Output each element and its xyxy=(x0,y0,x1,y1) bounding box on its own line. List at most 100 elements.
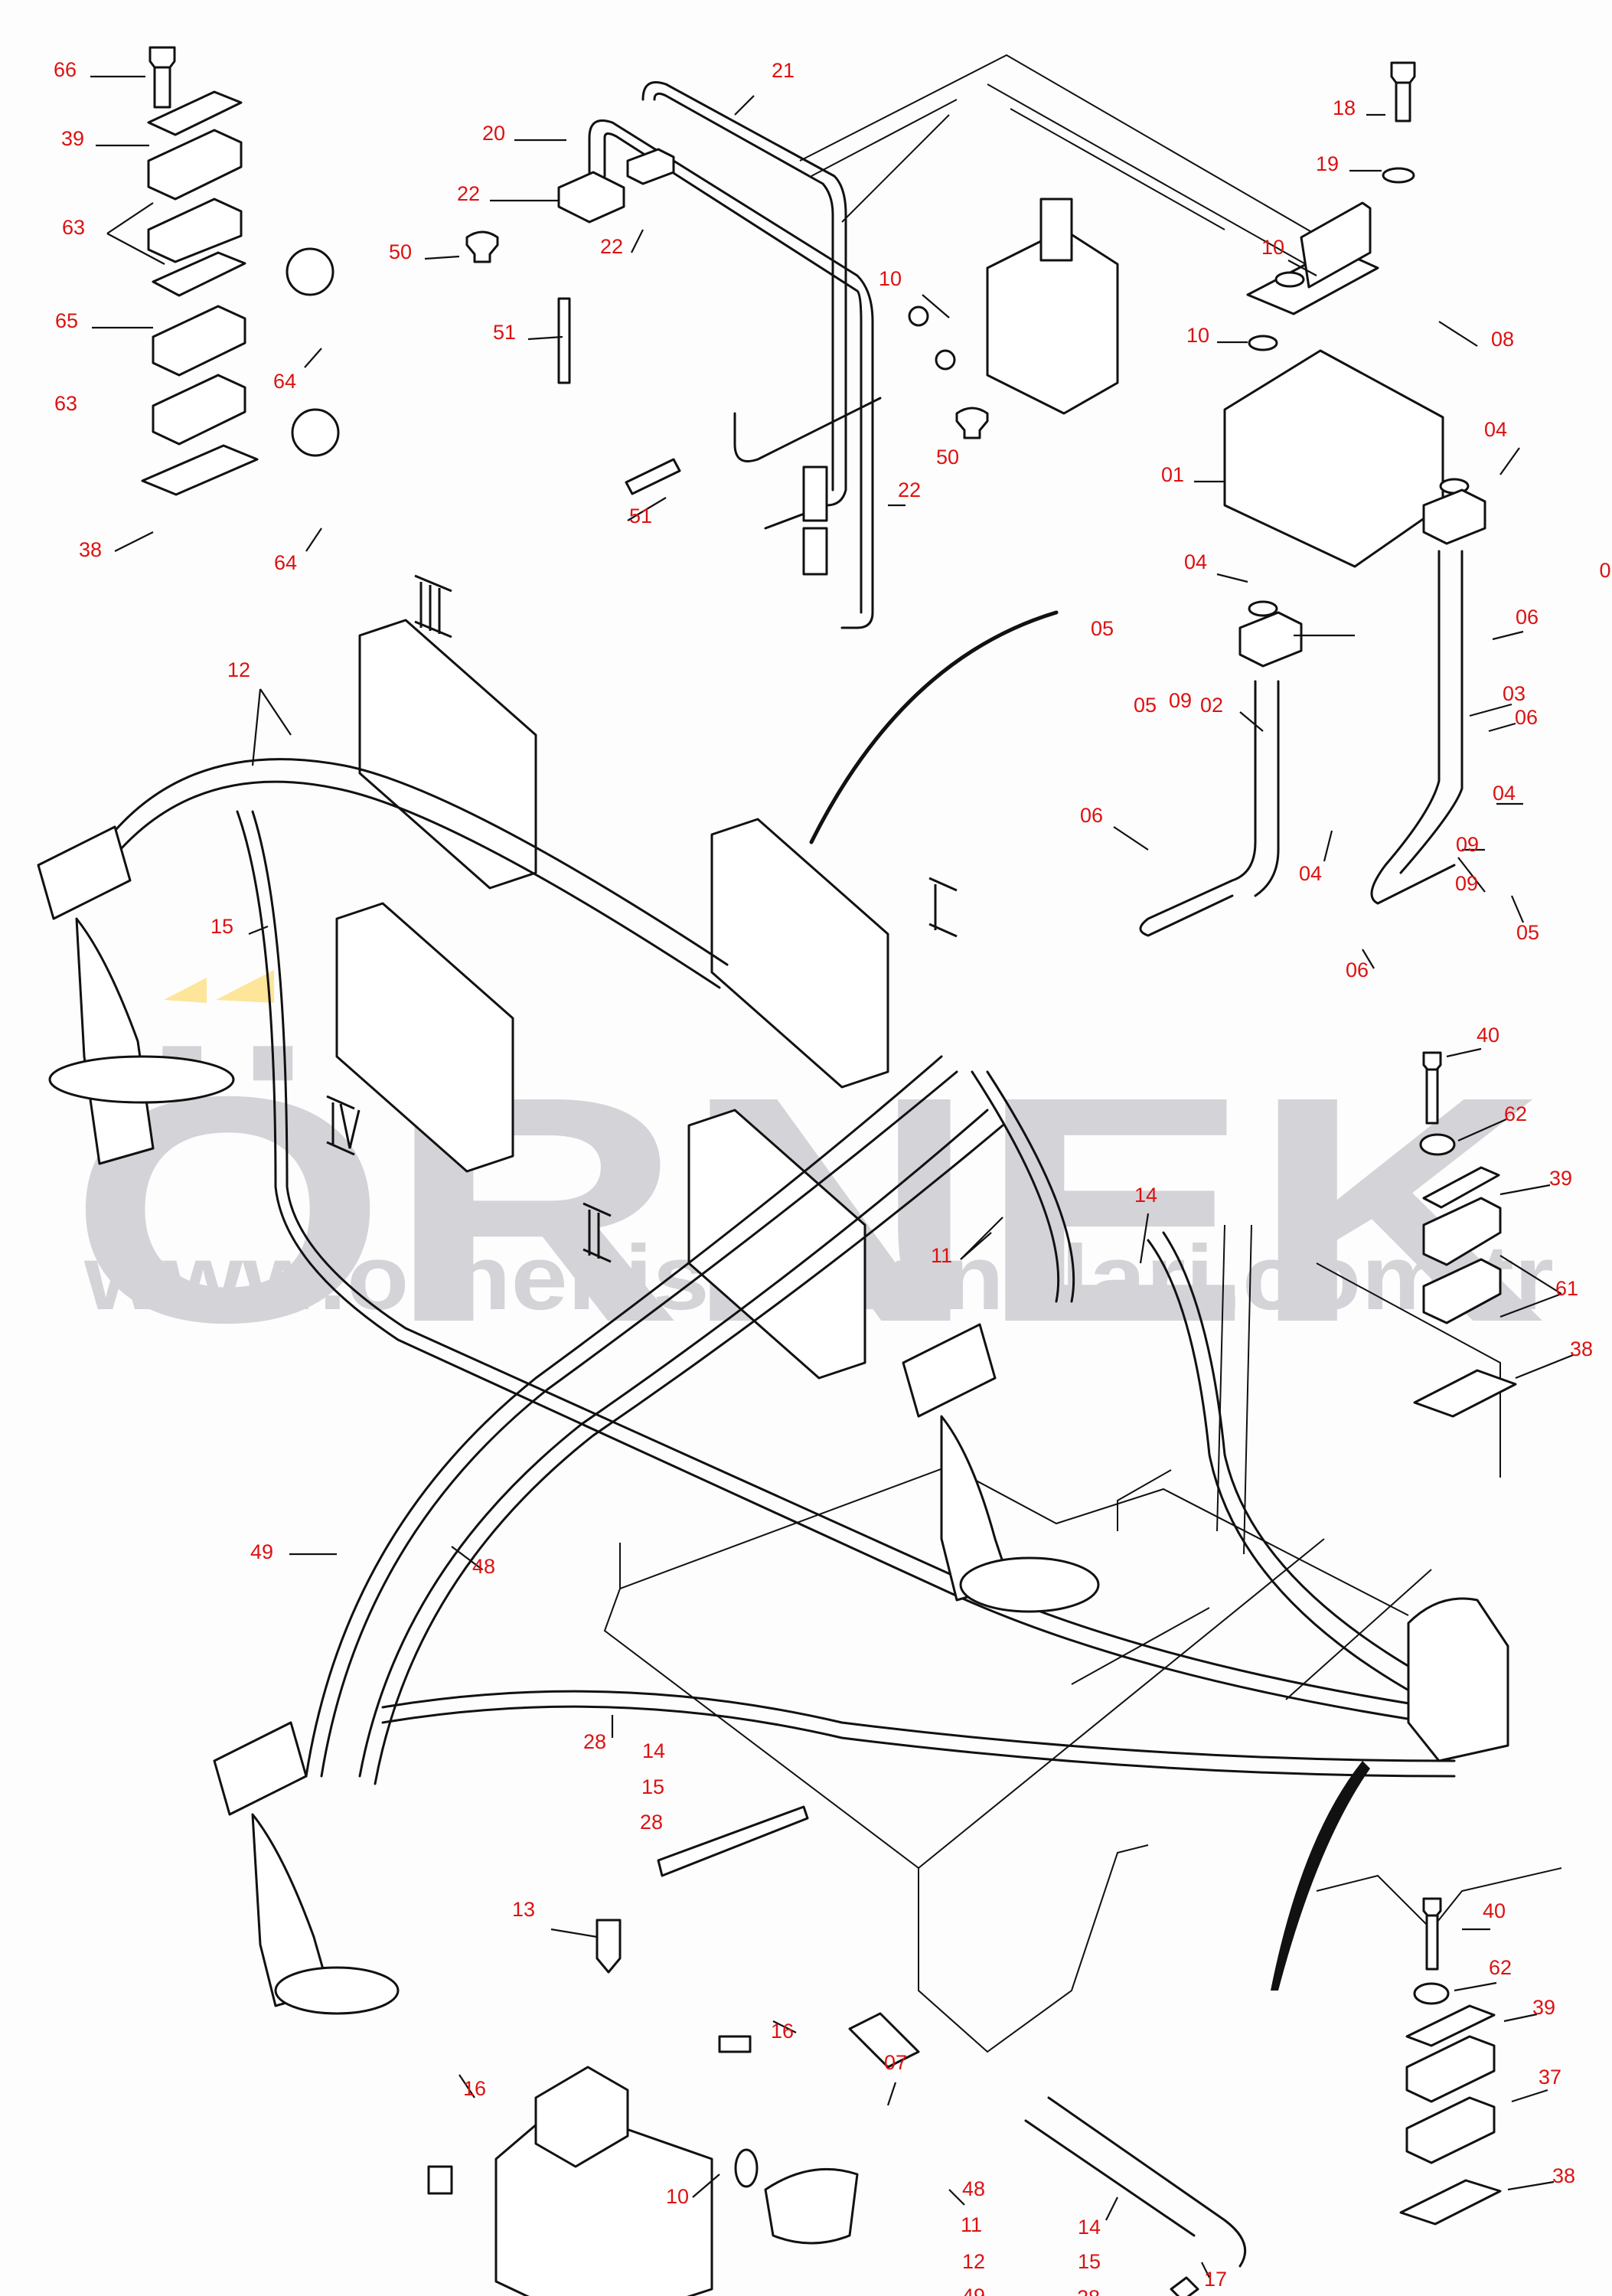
callout-label: 03 xyxy=(1503,682,1526,705)
leader-line xyxy=(106,233,165,265)
callout-label: 0 xyxy=(1599,559,1610,582)
callout-label: 17 xyxy=(1204,2268,1227,2291)
leader-line xyxy=(424,255,460,260)
leader-line xyxy=(1503,2013,1538,2023)
leader-line xyxy=(631,229,644,253)
valve-sections xyxy=(335,619,889,1380)
callout-label: 09 xyxy=(1169,689,1192,712)
arc-arrow-top xyxy=(809,610,1059,844)
valve-section-numeral xyxy=(928,877,958,938)
leader-line xyxy=(451,1546,483,1570)
pipe-assembly-top xyxy=(465,81,989,629)
leader-line xyxy=(248,925,269,936)
callout-label: 22 xyxy=(457,182,480,205)
callout-label: 14 xyxy=(642,1739,665,1762)
leader-line xyxy=(458,2074,475,2098)
callout-label: 10 xyxy=(666,2185,689,2208)
callout-label: 61 xyxy=(1555,1277,1578,1300)
watermark-accent-right xyxy=(216,970,274,1003)
callout-label: 49 xyxy=(250,1540,273,1563)
leader-line xyxy=(1438,321,1478,347)
leader-line xyxy=(1510,895,1525,923)
valve-block-bottom xyxy=(427,1805,920,2296)
callout-label: 64 xyxy=(273,370,296,393)
callout-label: 50 xyxy=(389,240,412,263)
leader-line xyxy=(1499,447,1520,475)
leader-line xyxy=(527,335,563,341)
callout-label: 06 xyxy=(1515,706,1538,729)
manifold-block-01 xyxy=(1223,61,1470,617)
valve-section-numeral xyxy=(582,1202,612,1263)
callout-label: 20 xyxy=(482,122,505,145)
valve-section-I xyxy=(710,818,889,1089)
callout-label: 11 xyxy=(961,2213,982,2236)
leader-line xyxy=(1511,2089,1548,2103)
callout-label: 02 xyxy=(1200,694,1223,717)
callout-label: 06 xyxy=(1346,959,1369,981)
callout-label: 12 xyxy=(227,658,250,681)
valve-section-numeral xyxy=(326,1095,361,1156)
valve-section-III xyxy=(358,619,537,890)
callout-label: 04 xyxy=(1484,418,1507,441)
callout-label: 05 xyxy=(1091,617,1114,640)
callout-label: 16 xyxy=(463,2077,486,2100)
hoses xyxy=(98,758,1486,1785)
callout-label: 39 xyxy=(61,127,84,150)
leader-line xyxy=(550,1928,598,1938)
callout-label: 40 xyxy=(1477,1024,1499,1047)
leader-line xyxy=(1113,826,1149,851)
leader-line xyxy=(1105,2196,1118,2221)
valve-section-IV xyxy=(335,902,514,1173)
leader-line xyxy=(772,2020,797,2033)
callout-label: 37 xyxy=(1539,2066,1561,2089)
leader-line xyxy=(1139,1213,1150,1264)
callout-label: 18 xyxy=(1333,96,1356,119)
callout-label: 64 xyxy=(274,551,297,574)
callout-label: 07 xyxy=(884,2051,907,2074)
callout-label: 62 xyxy=(1489,1956,1512,1979)
callout-label: 38 xyxy=(1552,2164,1575,2187)
leader-line xyxy=(1515,1354,1574,1380)
callout-label: 48 xyxy=(472,1555,495,1578)
valve-block-solenoid xyxy=(908,198,1119,415)
valve-section-numerals xyxy=(326,574,958,1263)
leader-line xyxy=(106,202,154,234)
leader-line xyxy=(1499,1255,1562,1295)
leader-line xyxy=(1323,830,1333,862)
callout-label: 65 xyxy=(55,309,78,332)
leader-line xyxy=(886,2082,897,2106)
leader-line xyxy=(1201,2262,1210,2278)
callout-label: 63 xyxy=(62,216,85,239)
clamp-stack-right-mid xyxy=(1413,1051,1517,1418)
callout-label: 51 xyxy=(493,321,516,344)
callout-label: 28 xyxy=(1077,2286,1100,2296)
leader-lines xyxy=(90,75,1574,2278)
callout-label: 38 xyxy=(1570,1337,1593,1360)
callout-label: 14 xyxy=(1078,2216,1101,2239)
leader-line xyxy=(1492,630,1524,641)
leader-line xyxy=(692,2174,720,2198)
callout-label: 09 xyxy=(1455,872,1478,895)
leader-line xyxy=(251,688,262,766)
callout-label: 05 xyxy=(1516,921,1539,944)
leader-line xyxy=(1488,722,1516,733)
leader-line xyxy=(1239,711,1264,732)
callout-label: 40 xyxy=(1483,1899,1506,1922)
callout-label: 14 xyxy=(1134,1184,1157,1207)
callout-label: 22 xyxy=(898,478,921,501)
leader-line xyxy=(1499,1292,1562,1318)
leader-line xyxy=(1446,1047,1482,1058)
leader-line xyxy=(1362,949,1375,969)
leader-line xyxy=(304,348,322,368)
callout-label: 04 xyxy=(1299,862,1322,885)
leader-line xyxy=(1287,260,1317,276)
pipes-02-03 xyxy=(1139,488,1486,937)
callout-label: 15 xyxy=(641,1775,664,1798)
callout-label: 49 xyxy=(962,2285,985,2296)
hose-and-clamp-bottom-right xyxy=(1024,1897,1502,2296)
callout-label: 11 xyxy=(931,1244,952,1267)
callout-label: 21 xyxy=(772,59,795,82)
leader-line xyxy=(1457,1118,1507,1142)
callout-label: 66 xyxy=(54,58,77,81)
